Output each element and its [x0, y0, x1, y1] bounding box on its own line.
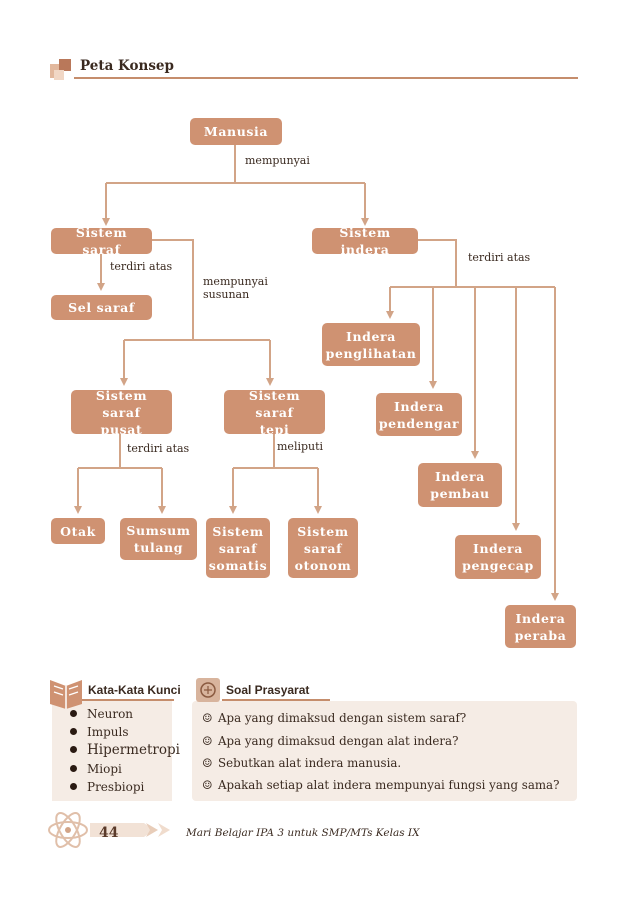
question-item: ☺Apa yang dimaksud dengan sistem saraf? [202, 711, 467, 725]
footer-book-title: Mari Belajar IPA 3 untuk SMP/MTs Kelas I… [186, 827, 420, 839]
node-manusia: Manusia [190, 118, 282, 145]
prerequisites-icon [196, 678, 220, 702]
keyword-item: Hipermetropi [70, 742, 180, 758]
bullet-icon [70, 783, 77, 790]
node-indera-pendengar: Indera pendengar [376, 393, 462, 436]
bullet-icon [70, 710, 77, 717]
label-mempunyai-susunan: mempunyai susunan [203, 275, 268, 301]
label-meliputi: meliputi [277, 440, 324, 453]
keywords-title-rule [82, 699, 174, 701]
node-sistem-saraf-somatis: Sistem saraf somatis [206, 518, 270, 578]
node-indera-pembau: Indera pembau [418, 463, 502, 507]
footer-atom-arrow-icon [48, 812, 170, 848]
prerequisites-title-rule [222, 699, 330, 701]
node-indera-peraba: Indera peraba [505, 605, 576, 648]
keyword-item: Neuron [70, 707, 133, 721]
keyword-item: Impuls [70, 725, 129, 739]
node-indera-penglihatan: Indera penglihatan [322, 323, 420, 366]
section-header-icon [50, 59, 71, 80]
header-rule [74, 77, 578, 79]
bullet-icon [70, 728, 77, 735]
bullet-icon [70, 765, 77, 772]
prerequisites-panel [192, 701, 577, 801]
label-terdiri-atas-pusat: terdiri atas [127, 442, 190, 455]
smiley-icon: ☺ [202, 756, 213, 770]
smiley-icon: ☺ [202, 734, 213, 748]
node-sistem-saraf: Sistem saraf [51, 225, 152, 257]
page-section-title: Peta Konsep [80, 58, 174, 74]
question-item: ☺Apakah setiap alat indera mempunyai fun… [202, 778, 560, 792]
node-sel-saraf: Sel saraf [51, 295, 152, 320]
node-indera-pengecap: Indera pengecap [455, 535, 541, 579]
page-number: 44 [99, 825, 119, 841]
node-sistem-saraf-tepi: Sistem saraf tepi [224, 388, 325, 437]
node-sistem-saraf-otonom: Sistem saraf otonom [288, 518, 358, 578]
node-sumsum-tulang: Sumsum tulang [120, 518, 197, 560]
label-mempunyai: mempunyai [245, 154, 310, 167]
label-terdiri-atas-saraf: terdiri atas [110, 260, 173, 273]
node-otak: Otak [51, 518, 105, 544]
keyword-item: Miopi [70, 762, 122, 776]
prerequisites-title: Soal Prasyarat [226, 683, 310, 697]
smiley-icon: ☺ [202, 778, 213, 792]
keywords-title: Kata-Kata Kunci [88, 683, 181, 697]
node-sistem-saraf-pusat: Sistem saraf pusat [71, 388, 172, 437]
bullet-icon [70, 746, 77, 753]
label-terdiri-atas-indera: terdiri atas [468, 251, 531, 264]
keywords-book-icon [50, 680, 82, 709]
keyword-item: Presbiopi [70, 780, 144, 794]
question-item: ☺Sebutkan alat indera manusia. [202, 756, 402, 770]
question-item: ☺Apa yang dimaksud dengan alat indera? [202, 734, 459, 748]
smiley-icon: ☺ [202, 711, 213, 725]
node-sistem-indera: Sistem indera [312, 225, 418, 257]
